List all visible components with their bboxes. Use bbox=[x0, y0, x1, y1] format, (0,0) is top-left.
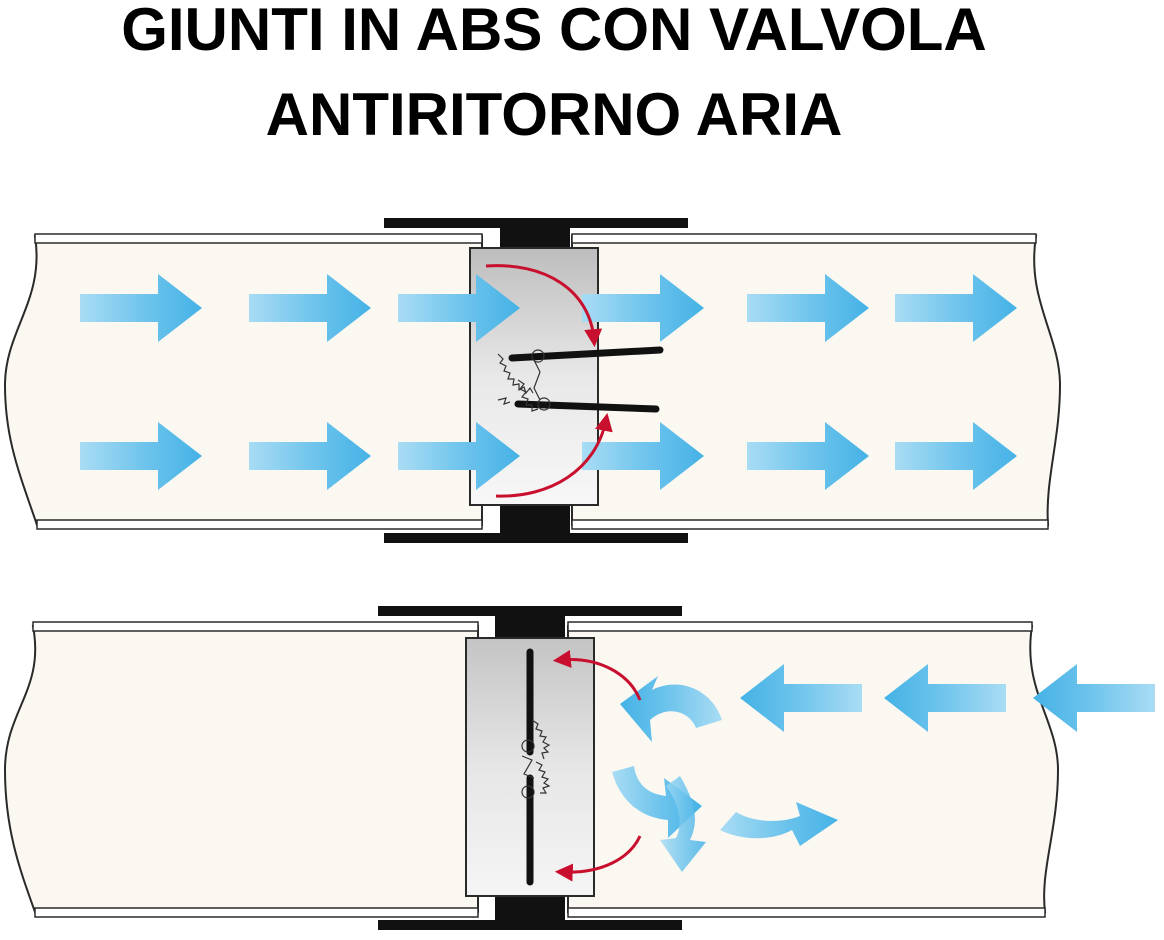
rotation-arrow-icon bbox=[495, 412, 613, 498]
gear-hinge-icon bbox=[497, 349, 551, 412]
pipe-right-top bbox=[571, 235, 1062, 526]
pipe-rim bbox=[32, 621, 479, 632]
flange bbox=[500, 505, 570, 539]
gear-hinge-icon bbox=[521, 719, 551, 799]
flange bbox=[495, 606, 565, 640]
valve-flap-upper bbox=[508, 346, 664, 362]
title-line-1: GIUNTI IN ABS CON VALVOLA bbox=[121, 0, 987, 63]
panel-open-valve bbox=[3, 218, 1062, 543]
pipe-right-bottom bbox=[567, 625, 1060, 913]
pipe-rim bbox=[34, 907, 479, 918]
pipe-rim bbox=[36, 519, 483, 530]
flange bbox=[500, 218, 570, 252]
air-flow-arrow-icon bbox=[612, 676, 838, 872]
pipe-rim bbox=[34, 233, 483, 244]
pipe-rim bbox=[571, 233, 1037, 244]
pipe-left-bottom bbox=[3, 625, 479, 913]
panel-closed-valve bbox=[3, 606, 1155, 930]
pipe-rim bbox=[567, 907, 1046, 918]
pipe-rim bbox=[571, 519, 1049, 530]
pipe-left-top bbox=[3, 235, 483, 526]
rotation-arrow-icon bbox=[485, 264, 603, 348]
pipe-rim bbox=[567, 621, 1033, 632]
rotation-arrow-icon bbox=[552, 649, 642, 701]
rotation-arrow-icon bbox=[554, 835, 642, 882]
title-line-2: ANTIRITORNO ARIA bbox=[265, 81, 843, 148]
flange bbox=[495, 894, 565, 928]
valve-flap-lower bbox=[514, 400, 660, 413]
